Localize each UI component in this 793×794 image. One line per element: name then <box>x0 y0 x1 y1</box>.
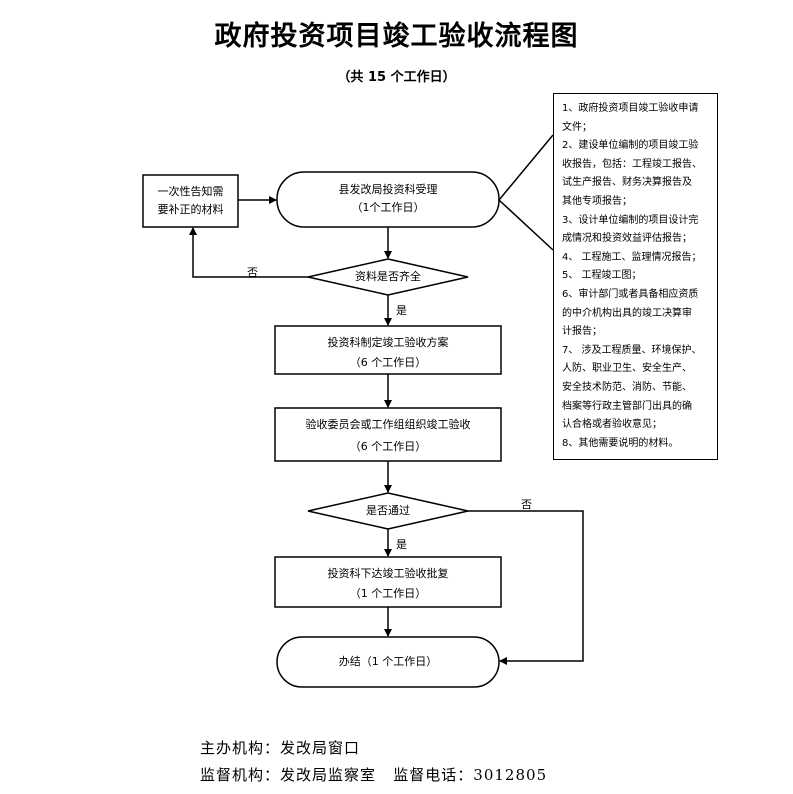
label-yes-2: 是 <box>396 538 407 551</box>
accept-node-line1: 县发改局投资科受理 <box>338 183 438 196</box>
organize-box-line1: 验收委员会或工作组组织竣工验收 <box>305 418 471 431</box>
organize-box: 验收委员会或工作组组织竣工验收 （6 个工作日） <box>275 414 501 458</box>
label-yes-1: 是 <box>396 304 407 317</box>
plan-box-shape <box>274 325 502 375</box>
materials-line: 成情况和投资效益评估报告； <box>562 233 692 245</box>
materials-line: 档案等行政主管部门出具的确 <box>562 400 692 412</box>
materials-line: 人防、职业卫生、安全生产、 <box>562 363 692 375</box>
edge-pass-no-to-finish <box>468 510 584 665</box>
materials-line: 4、 工程施工、监理情况报告； <box>562 251 702 263</box>
decision-complete: 资料是否齐全 <box>355 270 421 283</box>
page-subtitle: （共 15 个工作日） <box>337 70 456 85</box>
organize-box-shape <box>274 407 502 462</box>
materials-line: 1、政府投资项目竣工验收申请 <box>562 103 699 114</box>
organize-box-line2: （6 个工作日） <box>349 440 427 453</box>
materials-line: 的中介机构出具的竣工决算审 <box>562 307 692 319</box>
accept-node-line2: （1个工作日） <box>351 201 425 214</box>
materials-list-box: 1、政府投资项目竣工验收申请 文件； 2、建设单位编制的项目竣工验 收报告，包括… <box>553 93 718 460</box>
side-box: 一次性告知需 要补正的材料 <box>143 183 238 219</box>
approve-box: 投资科下达竣工验收批复 （1 个工作日） <box>275 564 501 604</box>
materials-line: 收报告，包括：工程竣工报告、 <box>562 158 702 170</box>
approve-box-line1: 投资科下达竣工验收批复 <box>327 567 449 580</box>
plan-box-line2: （6 个工作日） <box>349 356 427 369</box>
materials-line: 6、审计部门或者具备相应资质 <box>562 288 699 300</box>
materials-line: 8、其他需要说明的材料。 <box>562 437 679 449</box>
side-box-shape <box>142 174 239 228</box>
footer-host-org: 主办机构：发改局窗口 <box>200 739 361 757</box>
label-no-right: 否 <box>521 498 532 511</box>
decision-pass: 是否通过 <box>366 504 410 517</box>
accept-node: 县发改局投资科受理 （1个工作日） <box>277 181 499 217</box>
plan-box: 投资科制定竣工验收方案 （6 个工作日） <box>275 333 501 373</box>
materials-line: 试生产报告、财务决算报告及 <box>562 177 692 189</box>
side-box-line1: 一次性告知需 <box>157 185 224 198</box>
materials-line: 7、 涉及工程质量、环境保护、 <box>562 344 702 356</box>
materials-pointer <box>497 134 554 251</box>
materials-line: 安全技术防范、消防、节能、 <box>562 381 692 393</box>
materials-line: 2、建设单位编制的项目竣工验 <box>562 140 699 152</box>
materials-line: 计报告； <box>562 326 602 338</box>
finish-node: 办结（1 个工作日） <box>338 655 438 668</box>
page-title: 政府投资项目竣工验收流程图 <box>214 21 579 52</box>
materials-line: 3、设计单位编制的项目设计完 <box>562 214 699 226</box>
materials-line: 文件； <box>562 121 592 133</box>
footer-supervision: 监督机构：发改局监察室 监督电话：3012805 <box>200 766 548 784</box>
side-box-line2: 要补正的材料 <box>157 203 224 216</box>
label-no-left: 否 <box>247 266 258 279</box>
approve-box-line2: （1 个工作日） <box>349 587 427 600</box>
materials-line: 5、 工程竣工图； <box>562 270 642 282</box>
edge-check-no-to-side <box>189 227 308 278</box>
materials-line: 认合格或者验收意见； <box>562 419 662 431</box>
plan-box-line1: 投资科制定竣工验收方案 <box>327 336 449 349</box>
materials-line: 其他专项报告； <box>562 195 632 207</box>
